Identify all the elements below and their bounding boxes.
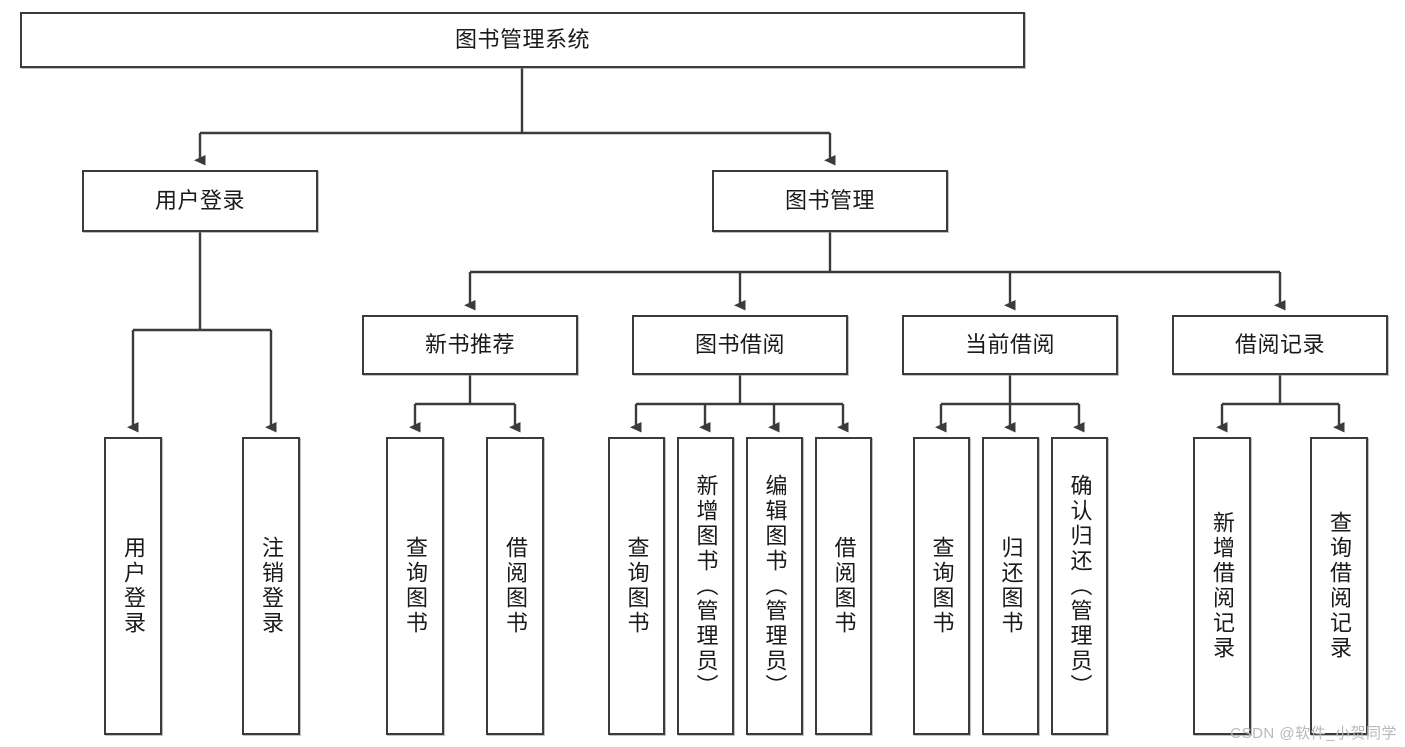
- node-leaf-query-book-1[interactable]: 查询图书: [386, 437, 444, 735]
- node-leaf-edit-book-label: 编辑图书（管理员）: [762, 473, 788, 699]
- node-book-manage-label: 图书管理: [784, 188, 875, 214]
- node-book-manage[interactable]: 图书管理: [712, 170, 948, 232]
- node-leaf-query-book-2-label: 查询图书: [624, 536, 650, 636]
- node-leaf-query-book-3-label: 查询图书: [929, 536, 955, 636]
- node-leaf-query-record[interactable]: 查询借阅记录: [1310, 437, 1368, 735]
- node-user-login-label: 用户登录: [154, 188, 245, 214]
- node-book-borrow[interactable]: 图书借阅: [632, 315, 848, 375]
- node-leaf-confirm-return-label: 确认归还（管理员）: [1067, 473, 1093, 699]
- node-leaf-user-login-label: 用户登录: [121, 536, 146, 636]
- node-leaf-borrow-book-1-label: 借阅图书: [503, 536, 528, 636]
- node-current-borrow-label: 当前借阅: [964, 332, 1055, 358]
- node-leaf-query-book-2[interactable]: 查询图书: [608, 437, 665, 735]
- node-leaf-query-book-1-label: 查询图书: [403, 536, 428, 636]
- node-leaf-borrow-book-2-label: 借阅图书: [831, 536, 857, 636]
- node-leaf-edit-book[interactable]: 编辑图书（管理员）: [746, 437, 803, 735]
- node-user-login[interactable]: 用户登录: [82, 170, 318, 232]
- node-leaf-logout-label: 注销登录: [259, 536, 284, 636]
- node-current-borrow[interactable]: 当前借阅: [902, 315, 1118, 375]
- node-leaf-user-login[interactable]: 用户登录: [104, 437, 162, 735]
- node-new-book-rec-label: 新书推荐: [424, 332, 515, 358]
- node-leaf-confirm-return[interactable]: 确认归还（管理员）: [1051, 437, 1108, 735]
- node-borrow-record-label: 借阅记录: [1234, 332, 1325, 358]
- node-leaf-return-book-label: 归还图书: [998, 536, 1024, 636]
- node-leaf-borrow-book-2[interactable]: 借阅图书: [815, 437, 872, 735]
- node-leaf-return-book[interactable]: 归还图书: [982, 437, 1039, 735]
- node-leaf-borrow-book-1[interactable]: 借阅图书: [486, 437, 544, 735]
- node-root[interactable]: 图书管理系统: [20, 12, 1025, 68]
- node-root-label: 图书管理系统: [454, 27, 590, 53]
- node-leaf-add-record[interactable]: 新增借阅记录: [1193, 437, 1251, 735]
- node-borrow-record[interactable]: 借阅记录: [1172, 315, 1388, 375]
- node-leaf-add-book-label: 新增图书（管理员）: [693, 473, 719, 699]
- node-leaf-logout[interactable]: 注销登录: [242, 437, 300, 735]
- node-book-borrow-label: 图书借阅: [694, 332, 785, 358]
- node-leaf-add-book[interactable]: 新增图书（管理员）: [677, 437, 734, 735]
- node-leaf-query-record-label: 查询借阅记录: [1327, 511, 1352, 661]
- node-leaf-add-record-label: 新增借阅记录: [1210, 511, 1235, 661]
- node-leaf-query-book-3[interactable]: 查询图书: [913, 437, 970, 735]
- node-new-book-rec[interactable]: 新书推荐: [362, 315, 578, 375]
